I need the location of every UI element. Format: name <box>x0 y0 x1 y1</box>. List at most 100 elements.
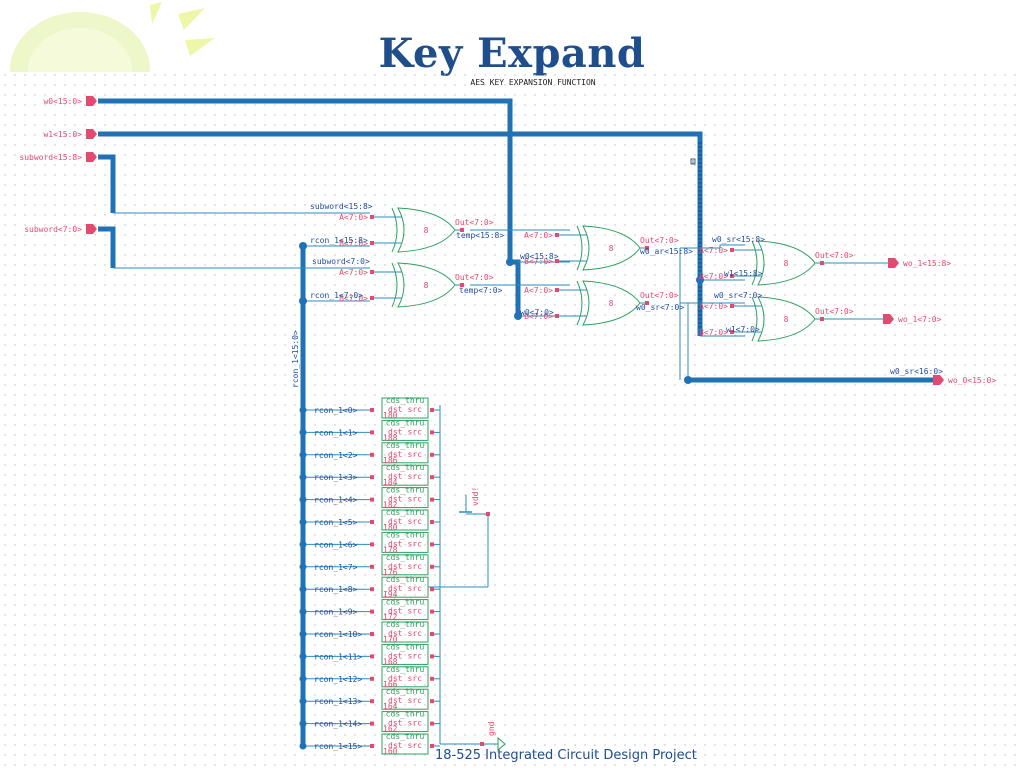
cds-thru-box <box>381 733 429 755</box>
gate-inst-number: 8 <box>784 259 789 268</box>
gate-a-pin-label: A<7:0> <box>339 213 368 222</box>
gate-b-pin-label: B<7:0> <box>699 328 728 337</box>
gate-b-pin-label: B<7:0> <box>339 239 368 248</box>
rcon-net-label: rcon_1<10> <box>314 630 362 639</box>
bus-ripple <box>698 230 702 232</box>
xor-gate-4: 8A<7:0>B<7:0>Out<7:0> <box>524 280 679 326</box>
gate-out-pin-label: Out<7:0> <box>815 307 854 316</box>
cds-thru-pin <box>430 744 434 748</box>
input-pin-label: w0<15:0> <box>43 97 82 106</box>
bus-ripple <box>698 154 702 156</box>
bus-ripple <box>698 146 702 148</box>
xor-back-curve <box>576 280 583 326</box>
rcon-net-label: rcon_1<4> <box>314 496 358 505</box>
cds-thru-src: src <box>408 427 423 436</box>
rcon-net-label: rcon_1<15> <box>314 742 362 751</box>
cds-thru-box <box>381 554 429 576</box>
cds-thru-inst-id: 176 <box>383 568 398 577</box>
junction-dot <box>299 742 307 750</box>
cds-thru-inst-id: 178 <box>383 545 398 554</box>
page-title: Key Expand <box>378 30 646 77</box>
rcon-net-label: rcon_1<6> <box>314 540 358 549</box>
cds-thru-pin <box>430 587 434 592</box>
junction-dot <box>299 630 307 638</box>
gate-pin-b <box>730 330 734 334</box>
xor-back-curve <box>751 296 758 342</box>
cds-thru-dst: dst <box>388 674 403 683</box>
xor-body <box>397 262 456 308</box>
gate-pin-out <box>820 317 824 321</box>
gate-inst-number: 8 <box>784 315 789 324</box>
cds-thru-inst-id: I94 <box>383 590 398 599</box>
cds-thru-box <box>381 487 429 509</box>
cds-thru-inst-id: 166 <box>383 680 398 689</box>
cds-thru-pin <box>430 452 434 457</box>
cds-thru-src: src <box>408 741 423 750</box>
cds-thru-cell-name: cds_thru <box>386 620 425 629</box>
net-label: temp<15:8> <box>456 231 504 240</box>
bus-ripple <box>698 246 702 248</box>
net-label: w0<15:8> <box>520 252 559 261</box>
bus-ripple <box>698 270 702 272</box>
cds-thru-pin <box>430 520 434 524</box>
cds-thru-dst: dst <box>388 607 403 616</box>
junction-dot <box>299 242 307 250</box>
xor-back-curve <box>391 262 398 308</box>
cds-thru-cell-name: cds_thru <box>386 396 425 405</box>
cds-thru-src: src <box>408 607 423 616</box>
footer-text: 18-525 Integrated Circuit Design Project <box>435 748 697 763</box>
cds-thru-box <box>381 464 429 486</box>
cds-thru-cell-name: cds_thru <box>386 642 425 651</box>
cds-thru-pin <box>370 609 374 614</box>
cds-thru-src: src <box>408 584 423 593</box>
cds-thru-pin <box>370 632 374 636</box>
gate-pin-a <box>555 233 559 237</box>
junction-dot <box>299 652 307 660</box>
cds-thru-inst-id: 164 <box>383 702 398 711</box>
junction-dot <box>299 540 307 548</box>
cds-thru-inst-id: 180 <box>383 411 398 420</box>
cds-thru-pin <box>370 744 374 748</box>
cds-thru-dst: dst <box>388 472 403 481</box>
cds-thru-box <box>381 666 429 688</box>
cds-thru-dst: dst <box>388 562 403 571</box>
rcon-net-label: rcon_1<7> <box>314 563 358 572</box>
bus-ripple <box>698 266 702 268</box>
cds-thru-dst: dst <box>388 427 403 436</box>
net-label: w0_sr<7:0> <box>636 303 684 312</box>
gate-pin-out <box>460 228 464 232</box>
bus-ripple <box>698 314 702 316</box>
input-pin-label: subword<7:0> <box>24 225 82 234</box>
cds-thru-pin <box>370 676 374 681</box>
bus-ripple <box>698 234 702 236</box>
gate-inst-number: 8 <box>424 226 429 235</box>
cds-thru-cell-name: cds_thru <box>386 665 425 674</box>
gate-pin-b <box>555 314 559 318</box>
bus-ripple <box>698 250 702 252</box>
rcon-net-label: rcon_1<11> <box>314 652 362 661</box>
w1-bus <box>98 131 703 336</box>
cds-thru-pin <box>430 564 434 569</box>
bus-ripple <box>698 262 702 264</box>
junction-marker <box>690 158 696 165</box>
bus-ripple <box>698 294 702 296</box>
junction-dot <box>506 258 514 266</box>
gate-pin-out <box>820 261 824 265</box>
bus-ripple <box>698 162 702 164</box>
output-pin <box>933 375 944 385</box>
output-pin-label: wo_0<15:0> <box>948 376 996 385</box>
xor-back-curve <box>576 225 583 271</box>
cds-thru-inst-id: 186 <box>383 456 398 465</box>
bus-ripple <box>698 206 702 208</box>
junction-dot <box>299 297 307 305</box>
gate-pin-a <box>370 270 374 274</box>
gate-b-pin-label: B<7:0> <box>524 257 553 266</box>
gate-pin-b <box>370 296 374 300</box>
bus-ripple <box>698 318 702 320</box>
bus-ripple <box>698 274 702 276</box>
